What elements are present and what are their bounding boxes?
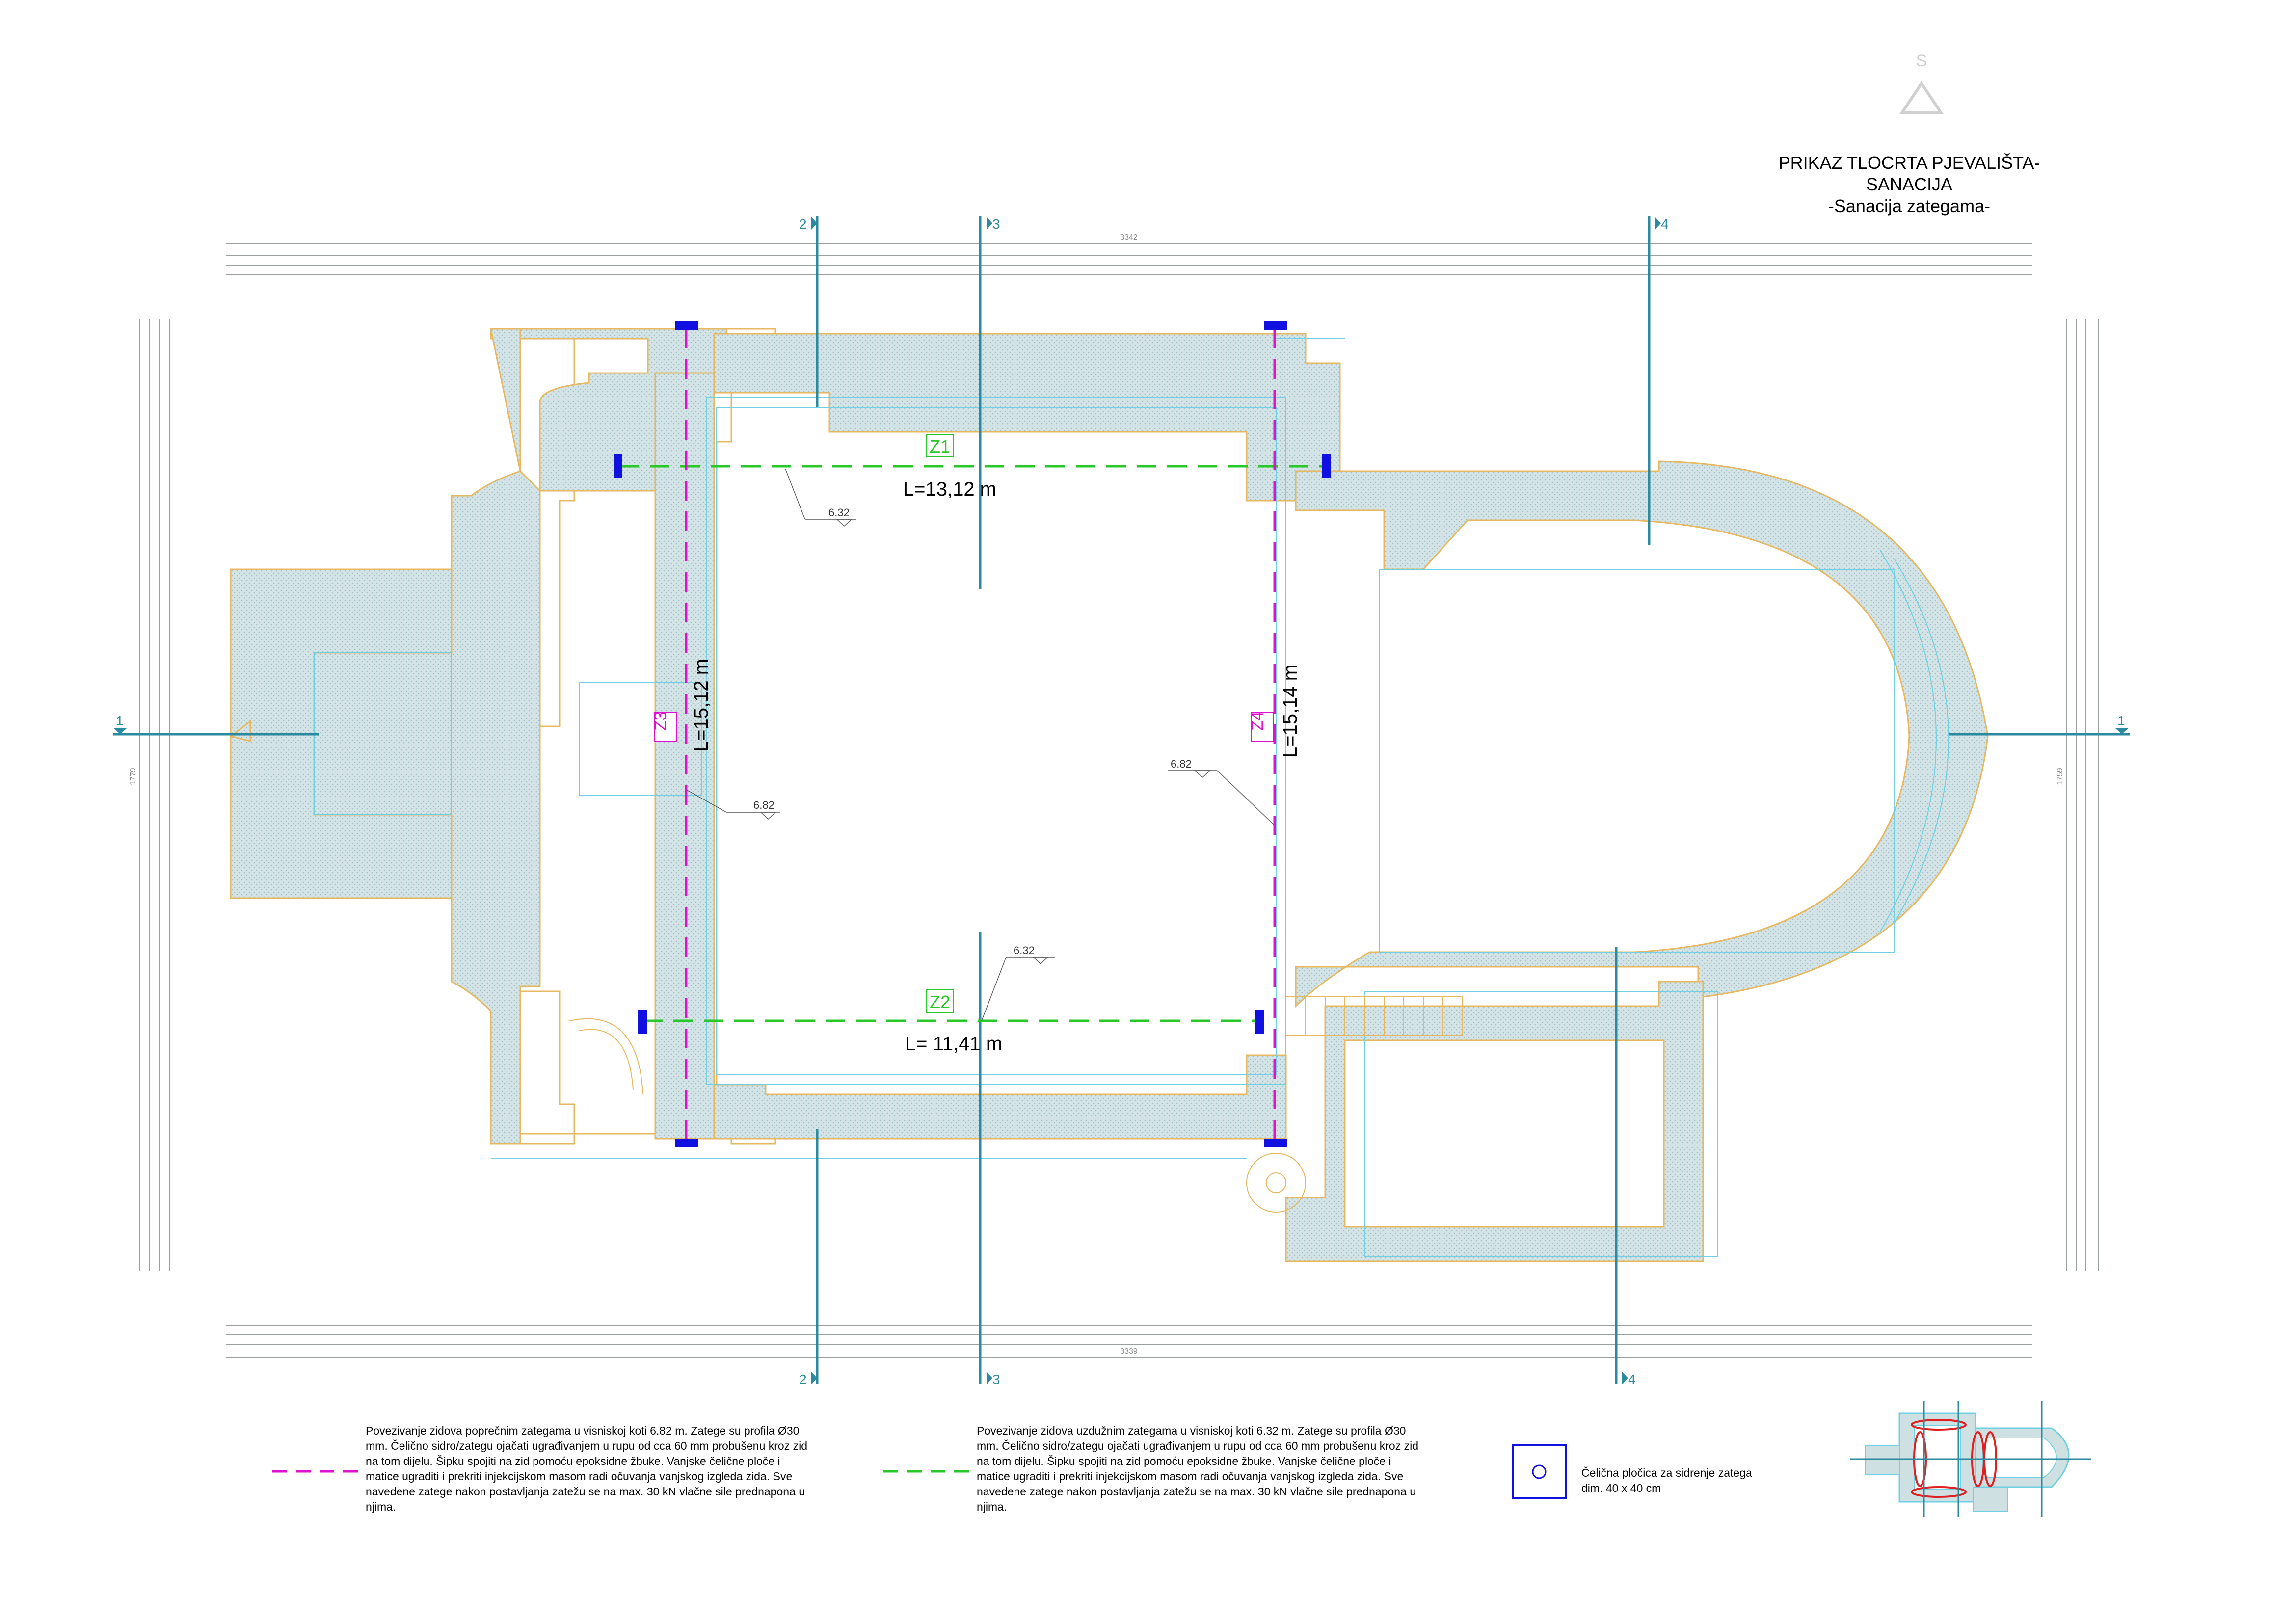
anchor-plate-z2-left <box>638 1010 647 1034</box>
right-total-dimension: 1759 <box>2056 768 2064 785</box>
section-4-bottom-label: 4 <box>1628 1372 1636 1387</box>
anchor-plate-z4-top <box>1264 321 1287 330</box>
anchor-plate-note: Čelična pločica za sidrenje zatega dim. … <box>1581 1466 1752 1494</box>
left-total-dimension: 1779 <box>129 768 137 785</box>
anchor-plate-z3-bottom <box>675 1139 698 1147</box>
section-1-left-label: 1 <box>116 713 124 728</box>
section-2-bottom-label: 2 <box>799 1372 807 1387</box>
stairs <box>569 996 1463 1213</box>
sheet-subtitle: -Sanacija zategama- <box>1828 196 1991 216</box>
anchor-plate-z1-right <box>1322 454 1331 478</box>
level-c: 6.82 <box>1171 758 1192 770</box>
longitudinal-ties <box>619 465 1325 1022</box>
level-a: 6.32 <box>828 506 850 519</box>
level-markers: 6.32 6.82 6.82 6.32 <box>687 468 1274 1021</box>
tie-z2-label: Z2 <box>930 992 950 1012</box>
section-3-bottom-label: 3 <box>992 1372 1000 1387</box>
key-plan-thumbnail <box>1850 1401 2091 1517</box>
level-d: 6.32 <box>1014 944 1035 957</box>
transverse-tie-note: Povezivanje zidova poprečnim zategama u … <box>366 1424 807 1513</box>
section-2-top-label: 2 <box>799 216 807 232</box>
sheet-title: PRIKAZ TLOCRTA PJEVALIŠTA- SANACIJA <box>1778 153 2040 194</box>
north-letter: S <box>1916 52 1927 70</box>
section-4-top-label: 4 <box>1661 216 1669 232</box>
section-markers: 2 3 4 2 3 4 1 1 <box>114 216 2128 1387</box>
tie-z2-length: L= 11,41 m <box>905 1033 1002 1055</box>
legend-samples <box>272 1444 1567 1499</box>
section-lines <box>113 216 2130 1384</box>
tie-z1-label: Z1 <box>930 436 950 456</box>
level-b: 6.82 <box>753 799 774 811</box>
top-dimension-lines <box>226 243 2032 275</box>
bottom-dimension-lines <box>226 1325 2032 1358</box>
top-total-dimension: 3342 <box>1120 233 1138 241</box>
anchor-plate-z1-left <box>614 454 622 478</box>
section-3-top-label: 3 <box>992 216 1000 232</box>
tie-z3-length: L=15,12 m <box>691 659 712 752</box>
anchor-plate-z3-top <box>675 321 698 330</box>
tie-z4-length: L=15,14 m <box>1280 665 1301 758</box>
sheet-title-block: PRIKAZ TLOCRTA PJEVALIŠTA- SANACIJA -San… <box>1737 152 2081 217</box>
walls <box>230 328 1989 1262</box>
section-1-right-label: 1 <box>2117 713 2125 728</box>
tie-z4-label: Z4 <box>1248 711 1267 731</box>
anchor-plates <box>614 321 1331 1147</box>
longitudinal-tie-note: Povezivanje zidova uzdužnim zategama u v… <box>977 1424 1418 1513</box>
transverse-ties <box>685 329 1276 1144</box>
anchor-plate-z4-bottom <box>1264 1139 1287 1147</box>
bottom-total-dimension: 3339 <box>1120 1347 1138 1356</box>
tie-labels: Z1 L=13,12 m Z2 L= 11,41 m Z3 L=15,12 m … <box>651 434 1301 1055</box>
tie-z3-label: Z3 <box>651 711 670 731</box>
tie-z1-length: L=13,12 m <box>903 479 996 500</box>
north-arrow-icon: S <box>1899 52 1944 114</box>
nave-outline <box>314 338 1949 1257</box>
anchor-plate-z2-right <box>1255 1010 1264 1034</box>
side-dimension-lines <box>139 319 2099 1271</box>
